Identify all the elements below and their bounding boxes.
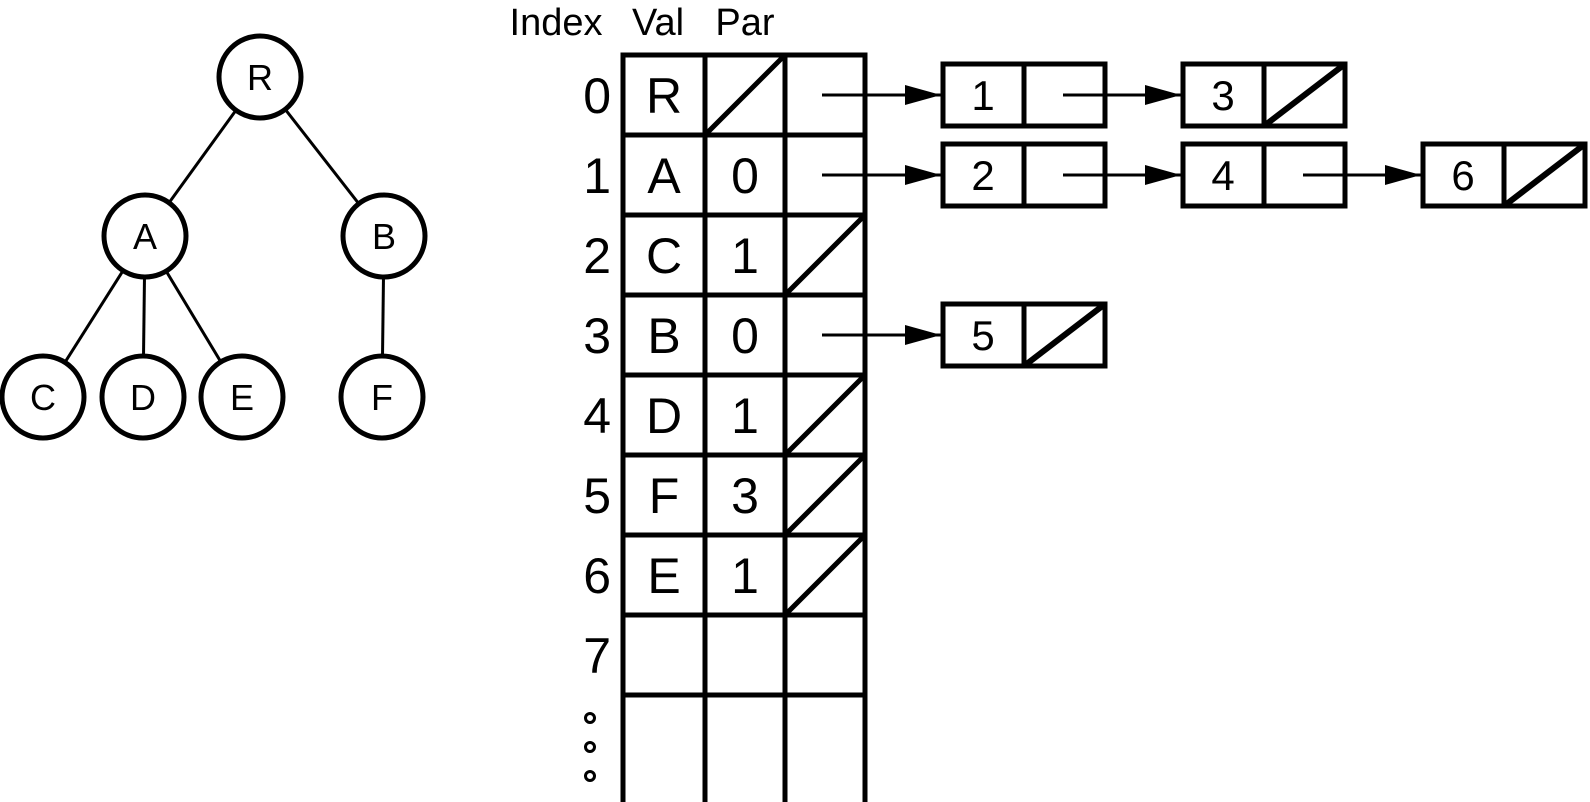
row-index: 6 <box>583 548 611 604</box>
tree-node-label: B <box>372 216 396 257</box>
tree-node-circle <box>99 353 187 441</box>
dot <box>584 712 596 724</box>
row-par: 1 <box>731 388 759 444</box>
row-index: 1 <box>583 148 611 204</box>
row-val: D <box>646 388 682 444</box>
tree-node-label: E <box>230 377 254 418</box>
row-val: B <box>647 308 680 364</box>
tree-node-circle <box>338 353 426 441</box>
list-node-value: 4 <box>1211 152 1234 199</box>
row-val: R <box>646 68 682 124</box>
header-index: Index <box>510 2 603 44</box>
tree-node-label: D <box>130 377 156 418</box>
dot <box>584 741 596 753</box>
null-slash-icon <box>1502 141 1587 209</box>
tree-node-circle <box>0 353 87 441</box>
null-slash-icon <box>783 453 867 537</box>
table-row: 1 A 0 <box>583 148 941 204</box>
row-par: 1 <box>731 548 759 604</box>
row-par: 3 <box>731 468 759 524</box>
null-slash-icon <box>783 373 867 457</box>
list-node: 3 <box>1180 61 1348 129</box>
list-node-value: 6 <box>1451 152 1474 199</box>
null-slash-icon <box>1262 61 1347 129</box>
row-par: 1 <box>731 228 759 284</box>
tree-node-F: F <box>338 353 426 441</box>
null-slash-icon <box>783 213 867 297</box>
list-node-value: 2 <box>971 152 994 199</box>
table-grid <box>620 52 868 802</box>
row-index: 2 <box>583 228 611 284</box>
table-row: 0 R <box>583 53 941 137</box>
row-val: A <box>647 148 681 204</box>
ellipsis-dots-icon <box>584 712 596 782</box>
tree-node-label: R <box>247 57 273 98</box>
row-val: E <box>647 548 680 604</box>
tree-node-circle <box>101 192 189 280</box>
list-node: 2 <box>940 141 1181 209</box>
row-index: 3 <box>583 308 611 364</box>
header-par: Par <box>715 2 774 44</box>
list-node-value: 1 <box>971 72 994 119</box>
table-row: 6 E 1 <box>583 533 867 617</box>
header-val: Val <box>632 2 684 44</box>
list-node: 4 <box>1180 141 1421 209</box>
list-node-value: 5 <box>971 312 994 359</box>
table-row: 3 B 0 <box>583 308 941 364</box>
table-header: Index Val Par <box>510 2 775 44</box>
tree-node-A: A <box>101 192 189 280</box>
row-par: 0 <box>731 308 759 364</box>
tree-node-B: B <box>340 192 428 280</box>
tree-node-label: A <box>133 216 157 257</box>
list-node: 6 <box>1420 141 1588 209</box>
tree-node-E: E <box>198 353 286 441</box>
tree-node-circle <box>216 33 304 121</box>
table-row: 4 D 1 <box>583 373 867 457</box>
row-index: 7 <box>583 628 611 684</box>
list-node: 5 <box>940 301 1108 369</box>
row-index: 5 <box>583 468 611 524</box>
list-node: 1 <box>940 61 1181 129</box>
tree-node-C: C <box>0 353 87 441</box>
table-rows: 0 R 1 A 0 2 C 1 3 B 0 4 D 1 <box>583 53 941 782</box>
row-index: 4 <box>583 388 611 444</box>
null-slash-icon <box>1022 301 1107 369</box>
table-row: 7 <box>583 628 611 684</box>
table-row: 2 C 1 <box>583 213 867 297</box>
tree-node-circle <box>340 192 428 280</box>
dot <box>584 770 596 782</box>
row-val: F <box>649 468 680 524</box>
tree-node-R: R <box>216 33 304 121</box>
tree-node-D: D <box>99 353 187 441</box>
general-tree: R A B C D E F <box>0 33 428 441</box>
tree-node-label: F <box>371 377 393 418</box>
table-row: 5 F 3 <box>583 453 867 537</box>
null-slash-icon <box>703 53 787 137</box>
tree-node-label: C <box>30 377 56 418</box>
row-index: 0 <box>583 68 611 124</box>
null-slash-icon <box>783 533 867 617</box>
list-node-value: 3 <box>1211 72 1234 119</box>
row-par: 0 <box>731 148 759 204</box>
row-val: C <box>646 228 682 284</box>
tree-node-circle <box>198 353 286 441</box>
child-lists: 1 3 2 4 6 <box>940 61 1588 369</box>
